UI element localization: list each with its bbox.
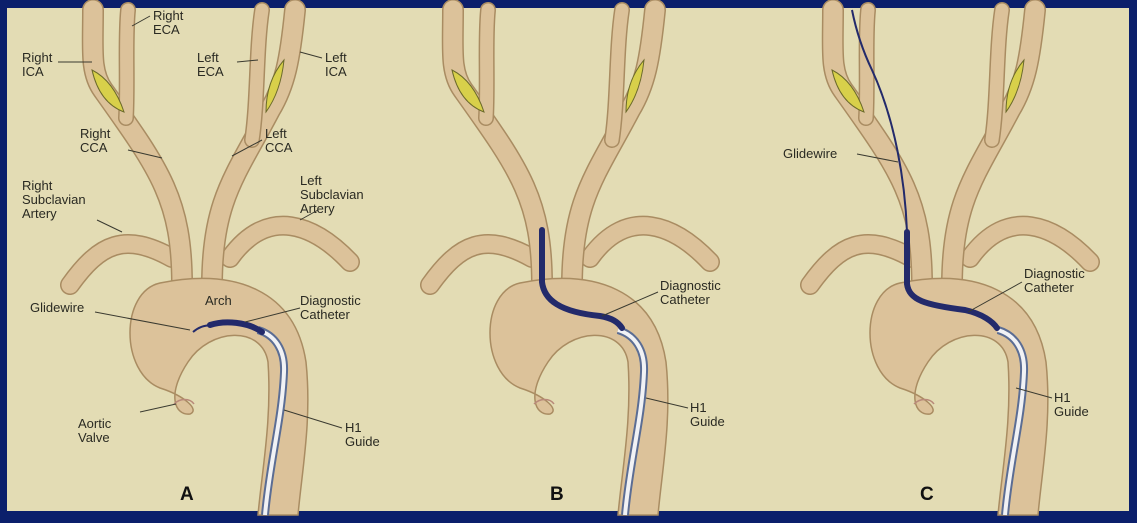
panel-letter-c: C: [920, 484, 934, 505]
label-glidewire-c: Glidewire: [783, 146, 837, 161]
label-glidewire: Glidewire: [30, 300, 84, 315]
panel-letter-a: A: [180, 484, 194, 505]
label-arch: Arch: [205, 293, 232, 308]
panel-letter-b: B: [550, 484, 564, 505]
